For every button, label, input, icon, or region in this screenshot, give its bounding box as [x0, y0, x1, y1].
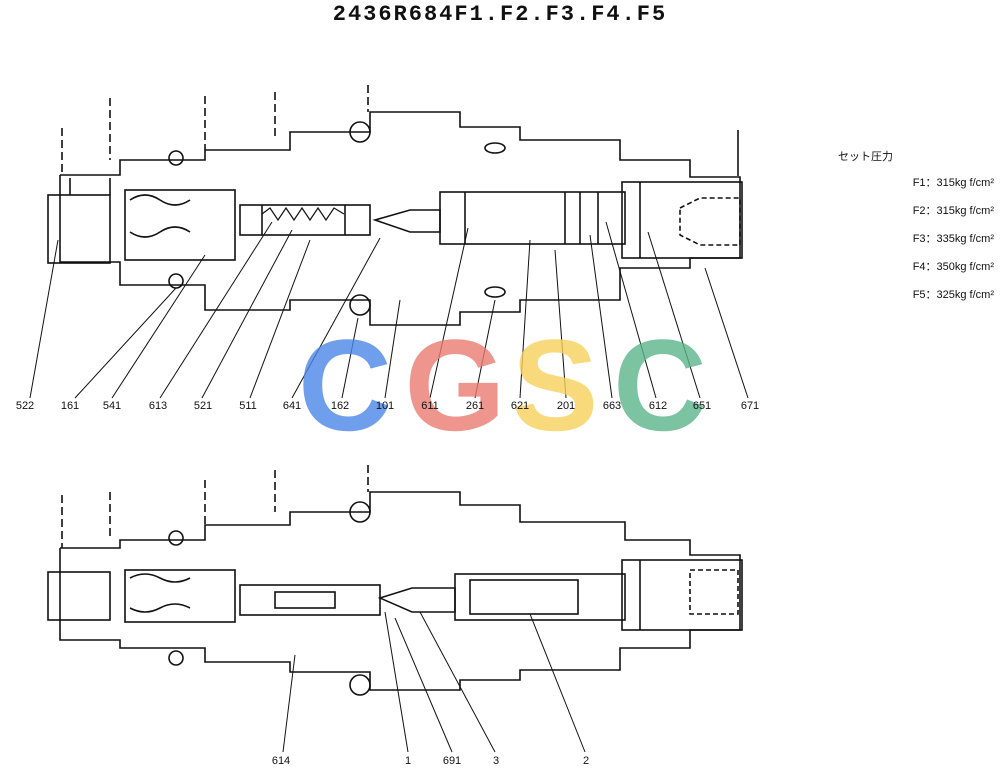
part-label-3: 3	[492, 755, 500, 767]
part-label-613: 613	[148, 400, 168, 412]
upper-left-cap	[47, 194, 111, 264]
lower-oring-1	[168, 530, 184, 546]
part-label-521: 521	[193, 400, 213, 412]
lower-leader-lines	[282, 611, 586, 753]
part-label-511: 511	[239, 400, 257, 412]
set-pressure-legend: セット圧力 F1：315kg f/cm² F2：315kg f/cm² F3：3…	[838, 148, 998, 314]
lower-right-plug	[621, 559, 743, 631]
legend-item-f3: F3：335kg f/cm²	[912, 233, 994, 245]
part-label-691: 691	[442, 755, 462, 767]
part-label-621: 621	[510, 400, 530, 412]
lower-left-cap	[47, 571, 111, 621]
part-label-614: 614	[271, 755, 291, 767]
legend-item-f1: F1：315kg f/cm²	[912, 177, 994, 189]
upper-piston-bore	[124, 189, 236, 261]
lower-valve-section	[47, 465, 743, 696]
upper-oring-3	[349, 121, 371, 143]
part-label-541: 541	[102, 400, 122, 412]
lower-oring-2	[168, 650, 184, 666]
watermark-letter-1: C	[298, 312, 392, 458]
part-label-612: 612	[648, 400, 668, 412]
upper-oring-2	[168, 273, 184, 289]
upper-oring-4	[349, 294, 371, 316]
legend-item-f4: F4：350kg f/cm²	[912, 261, 994, 273]
part-label-651: 651	[692, 400, 712, 412]
part-label-611: 611	[421, 400, 439, 412]
part-label-1: 1	[404, 755, 412, 767]
watermark-letter-3: S	[512, 312, 599, 458]
part-label-201: 201	[556, 400, 576, 412]
part-label-522: 522	[15, 400, 35, 412]
upper-oring-1	[168, 150, 184, 166]
upper-spring-chamber	[239, 204, 371, 236]
part-label-161: 161	[60, 400, 80, 412]
upper-valve-section	[47, 85, 743, 326]
part-label-261: 261	[465, 400, 485, 412]
lower-main-cylinder	[454, 573, 626, 621]
lower-piston-bore	[124, 569, 236, 623]
upper-main-cylinder	[439, 191, 626, 245]
lower-poppet-cone	[377, 587, 456, 613]
upper-right-plug	[621, 181, 743, 259]
part-label-663: 663	[602, 400, 622, 412]
cgsc-watermark: C G S C	[298, 312, 707, 458]
part-label-162: 162	[330, 400, 350, 412]
legend-item-f5: F5：325kg f/cm²	[912, 289, 994, 301]
part-label-641: 641	[282, 400, 302, 412]
upper-leader-lines	[29, 221, 749, 399]
lower-spring-chamber	[239, 584, 381, 616]
part-label-671: 671	[740, 400, 760, 412]
lower-oring-4	[349, 674, 371, 696]
drawing-title: 2436R684F1.F2.F3.F4.F5	[332, 2, 668, 27]
upper-body-outline	[59, 111, 741, 326]
upper-hex-socket	[679, 197, 741, 246]
watermark-letter-2: G	[404, 312, 505, 458]
watermark-letter-4: C	[613, 312, 707, 458]
lower-hex-socket	[689, 569, 739, 615]
part-label-2: 2	[582, 755, 590, 767]
lower-oring-3	[349, 501, 371, 523]
upper-oring-5	[484, 142, 506, 154]
upper-oring-6	[484, 286, 506, 298]
legend-item-f2: F2：315kg f/cm²	[912, 205, 994, 217]
part-label-101: 101	[375, 400, 395, 412]
legend-heading: セット圧力	[838, 151, 893, 163]
upper-poppet-cone	[372, 209, 441, 233]
